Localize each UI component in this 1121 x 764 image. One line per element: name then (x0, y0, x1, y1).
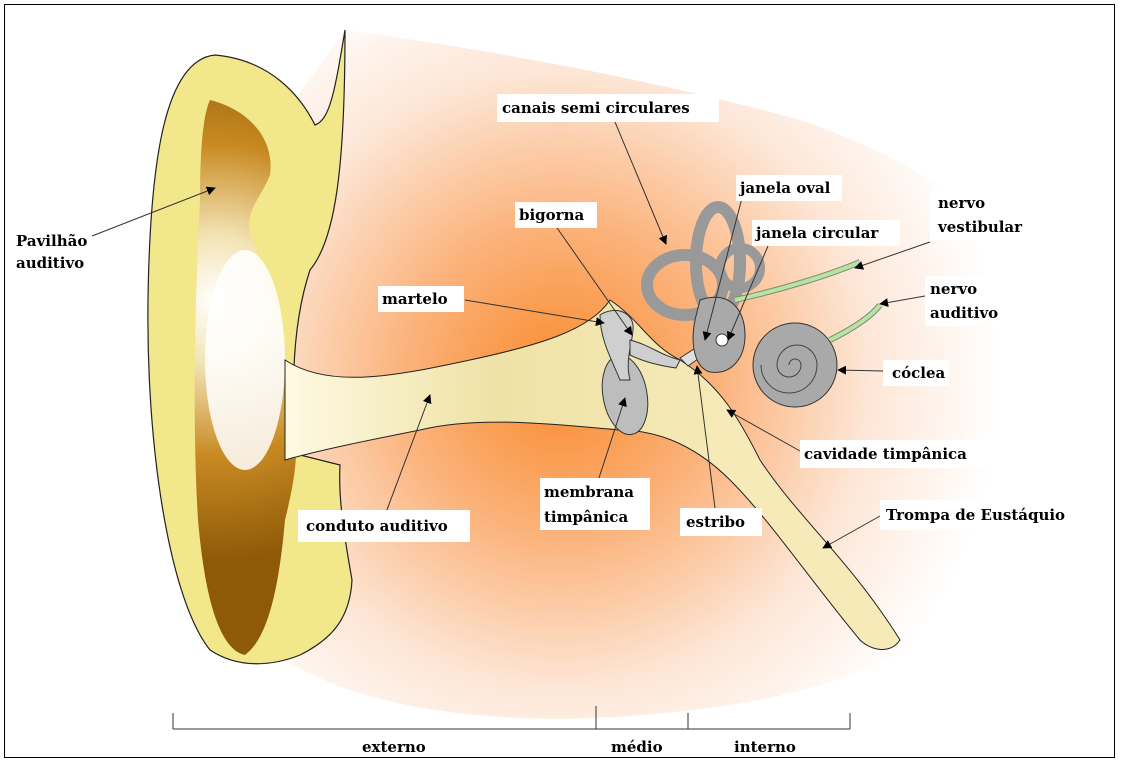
oval-window-shape (716, 334, 728, 346)
svg-text:martelo: martelo (382, 290, 448, 308)
label-pavilhao-line2: auditivo (16, 254, 84, 272)
svg-text:nervo: nervo (930, 280, 977, 298)
svg-text:membrana: membrana (544, 483, 634, 501)
section-interno: interno (734, 738, 796, 756)
label-cavidade: cavidade timpânica (800, 440, 996, 468)
svg-text:vestibular: vestibular (937, 218, 1023, 236)
svg-text:Trompa de Eustáquio: Trompa de Eustáquio (886, 506, 1065, 524)
label-pavilhao-line1: Pavilhão (16, 232, 87, 250)
label-nervo-vestibular: nervo vestibular (930, 190, 1036, 240)
label-martelo: martelo (378, 286, 464, 312)
label-trompa: Trompa de Eustáquio (880, 500, 1086, 530)
label-canais: canais semi circulares (497, 94, 719, 122)
label-coclea: cóclea (883, 360, 949, 386)
svg-text:auditivo: auditivo (930, 304, 998, 322)
label-bigorna: bigorna (515, 202, 597, 228)
svg-text:cavidade timpânica: cavidade timpânica (804, 445, 967, 463)
svg-text:timpânica: timpânica (544, 508, 628, 526)
cochlea-shape (753, 323, 837, 407)
svg-text:conduto auditivo: conduto auditivo (306, 517, 448, 535)
svg-text:estribo: estribo (686, 513, 745, 531)
svg-text:canais semi circulares: canais semi circulares (502, 99, 690, 117)
svg-text:nervo: nervo (938, 194, 985, 212)
label-nervo-auditivo: nervo auditivo (925, 276, 1013, 326)
section-externo: externo (362, 738, 426, 756)
svg-text:bigorna: bigorna (519, 206, 584, 224)
svg-text:cóclea: cóclea (892, 364, 946, 382)
label-membrana: membrana timpânica (540, 478, 650, 530)
label-estribo: estribo (680, 508, 762, 536)
pinna-highlight (205, 250, 285, 470)
section-medio: médio (611, 738, 663, 756)
svg-text:janela oval: janela oval (738, 179, 831, 197)
label-pavilhao: Pavilhão auditivo (14, 228, 92, 274)
label-janela-circular: janela circular (752, 220, 900, 246)
svg-text:janela circular: janela circular (754, 224, 879, 242)
label-janela-oval: janela oval (736, 175, 842, 201)
label-conduto: conduto auditivo (298, 510, 470, 542)
